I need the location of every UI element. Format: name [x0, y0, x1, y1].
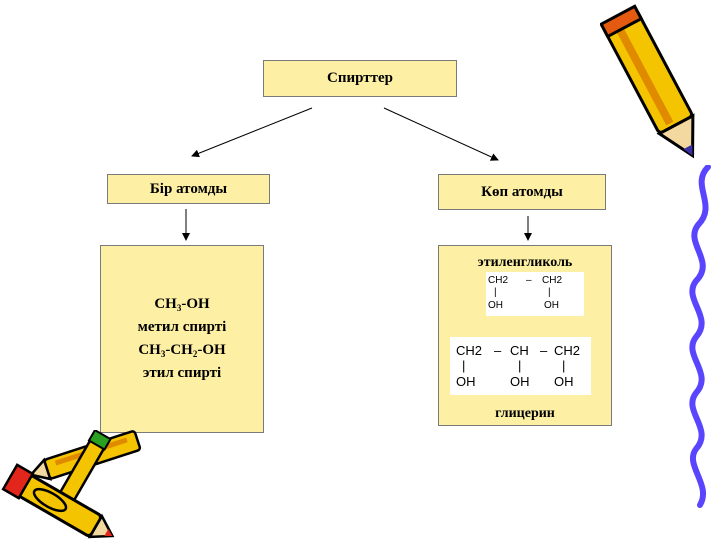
monohydric-examples: CH3-OH метил спирті CH3-CH2-OH этил спир…: [100, 245, 264, 433]
ethylene-glycol-structure: CH2 – CH2 | | OH OH: [486, 272, 584, 316]
ethanol-name: этил спирті: [142, 365, 222, 381]
crayons-icon: [1, 430, 142, 539]
pencil-icon: [600, 4, 695, 159]
glycerol-name: глицерин: [495, 406, 555, 421]
root-label: Спирттер: [327, 70, 393, 86]
polyhydric-node: Көп атомды: [438, 174, 606, 210]
glycerol-structure: CH2 – CH – CH2 | | | OH OH OH: [450, 337, 591, 395]
methanol-formula: CH3-OH: [154, 296, 210, 313]
ethylene-glycol-name: этиленгликоль: [477, 255, 573, 270]
arrow-root-left: [191, 107, 313, 158]
polyhydric-label: Көп атомды: [481, 183, 563, 200]
monohydric-label: Бір атомды: [149, 180, 228, 197]
squiggle-icon: [689, 165, 711, 508]
polyhydric-examples: этиленгликоль CH2 – CH2 | | OH OH CH2 – …: [438, 245, 612, 426]
arrow-root-right: [383, 107, 499, 161]
ethanol-formula: CH3-CH2-OH: [138, 342, 226, 359]
monohydric-node: Бір атомды: [107, 174, 270, 204]
root-node: Спирттер: [263, 60, 457, 97]
methanol-name: метил спирті: [137, 319, 227, 335]
